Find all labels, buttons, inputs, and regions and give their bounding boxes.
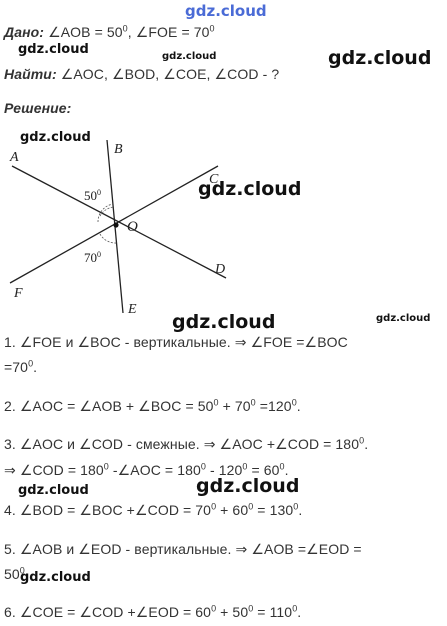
- watermark: gdz.cloud: [198, 178, 302, 200]
- step-1-cont: =700.: [4, 358, 38, 375]
- given-label: Дано:: [4, 24, 45, 40]
- point-label-o: O: [127, 219, 138, 235]
- point-o: [113, 222, 119, 228]
- step-3: 3. ∠AOC и ∠COD - смежные. ⇒ ∠AOC +∠COD =…: [4, 435, 369, 452]
- point-label-e: E: [127, 302, 137, 317]
- find-text: ∠AOC, ∠BOD, ∠COE, ∠COD - ?: [60, 66, 280, 82]
- watermark: gdz.cloud: [20, 130, 91, 145]
- angle-arc-foe: [99, 233, 118, 244]
- watermark: gdz.cloud: [18, 42, 89, 57]
- given-angle-foe: ∠FOE = 70: [135, 24, 210, 40]
- given-angle-aob: ∠AOB = 50: [48, 24, 123, 40]
- watermark: gdz.cloud: [196, 475, 300, 497]
- step-5-cont: 500: [4, 565, 25, 582]
- solution-label: Решение:: [4, 100, 72, 116]
- step-1: 1. ∠FOE и ∠BOC - вертикальные. ⇒ ∠FOE =∠…: [4, 334, 348, 350]
- geometry-figure: A B C D E F O 500 700: [9, 139, 227, 317]
- watermark-top: gdz.cloud: [185, 2, 267, 20]
- angle-arc-aob: [99, 206, 115, 217]
- point-label-f: F: [13, 286, 23, 301]
- point-label-a: A: [9, 150, 19, 165]
- angle-value-aob: 500: [84, 188, 101, 203]
- angle-arc-aob-2: [97, 203, 114, 223]
- watermark: gdz.cloud: [162, 51, 217, 62]
- step-3-cont: ⇒ ∠COD = 1800 -∠AOC = 1800 - 1200 = 600.: [4, 461, 289, 478]
- step-5: 5. ∠AOB и ∠EOD - вертикальные. ⇒ ∠AOB =∠…: [4, 541, 362, 557]
- angle-value-foe: 700: [84, 250, 101, 265]
- watermark: gdz.cloud: [328, 47, 432, 69]
- find-label: Найти:: [4, 66, 57, 82]
- step-4: 4. ∠BOD = ∠BOC +∠COD = 700 + 600 = 1300.: [4, 501, 303, 518]
- watermark: gdz.cloud: [172, 311, 276, 333]
- find-line: Найти: ∠AOC, ∠BOD, ∠COE, ∠COD - ?: [4, 66, 279, 83]
- step-2: 2. ∠AOC = ∠AOB + ∠BOC = 500 + 700 =1200.: [4, 397, 301, 414]
- watermark: gdz.cloud: [20, 570, 91, 585]
- watermark: gdz.cloud: [18, 483, 89, 498]
- point-label-b: B: [114, 142, 123, 157]
- point-label-c: C: [209, 172, 219, 187]
- given-line: Дано: ∠AOB = 500, ∠FOE = 700: [4, 23, 215, 40]
- watermark: gdz.cloud: [376, 313, 431, 324]
- point-label-d: D: [214, 262, 225, 277]
- step-6: 6. ∠COE = ∠COD +∠EOD = 600 + 500 = 1100.: [4, 603, 302, 620]
